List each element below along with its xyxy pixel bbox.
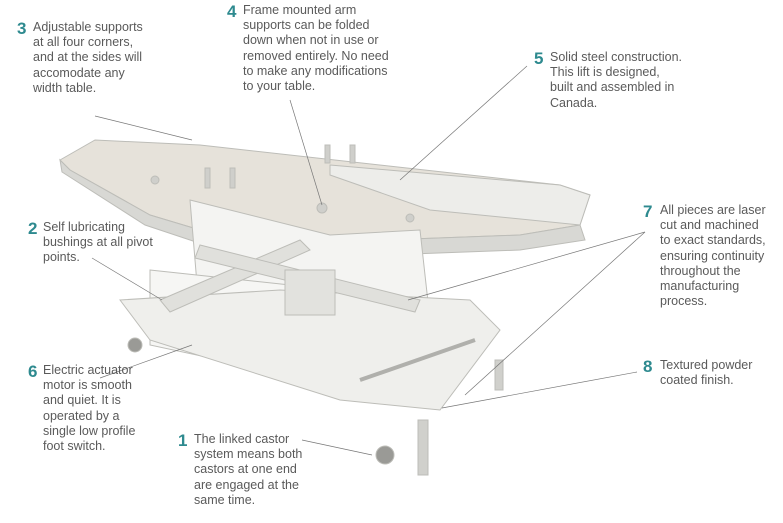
callout-number: 2 <box>28 219 38 238</box>
callout-text: Adjustable supports at all four corners,… <box>33 20 143 95</box>
callout-text: Self lubricating bushings at all pivot p… <box>43 220 153 265</box>
callout-text: All pieces are laser cut and machined to… <box>660 203 766 309</box>
callout-number: 6 <box>28 362 38 381</box>
motorcycle-lift-image <box>59 139 591 476</box>
callout-number: 7 <box>643 202 653 221</box>
callout-text: Textured powder coated finish. <box>660 358 753 388</box>
callout-text: Frame mounted arm supports can be folded… <box>243 3 389 94</box>
callout-text: The linked castor system means both cast… <box>194 432 303 507</box>
leader-lines <box>91 65 646 456</box>
callout-number: 4 <box>227 2 237 21</box>
callout-number: 3 <box>17 19 27 38</box>
callout-text: Electric actuator motor is smooth and qu… <box>43 363 136 454</box>
callout-number: 8 <box>643 357 653 376</box>
callout-number: 5 <box>534 49 544 68</box>
callout-number: 1 <box>178 431 188 450</box>
callout-text: Solid steel construction. This lift is d… <box>550 50 683 110</box>
